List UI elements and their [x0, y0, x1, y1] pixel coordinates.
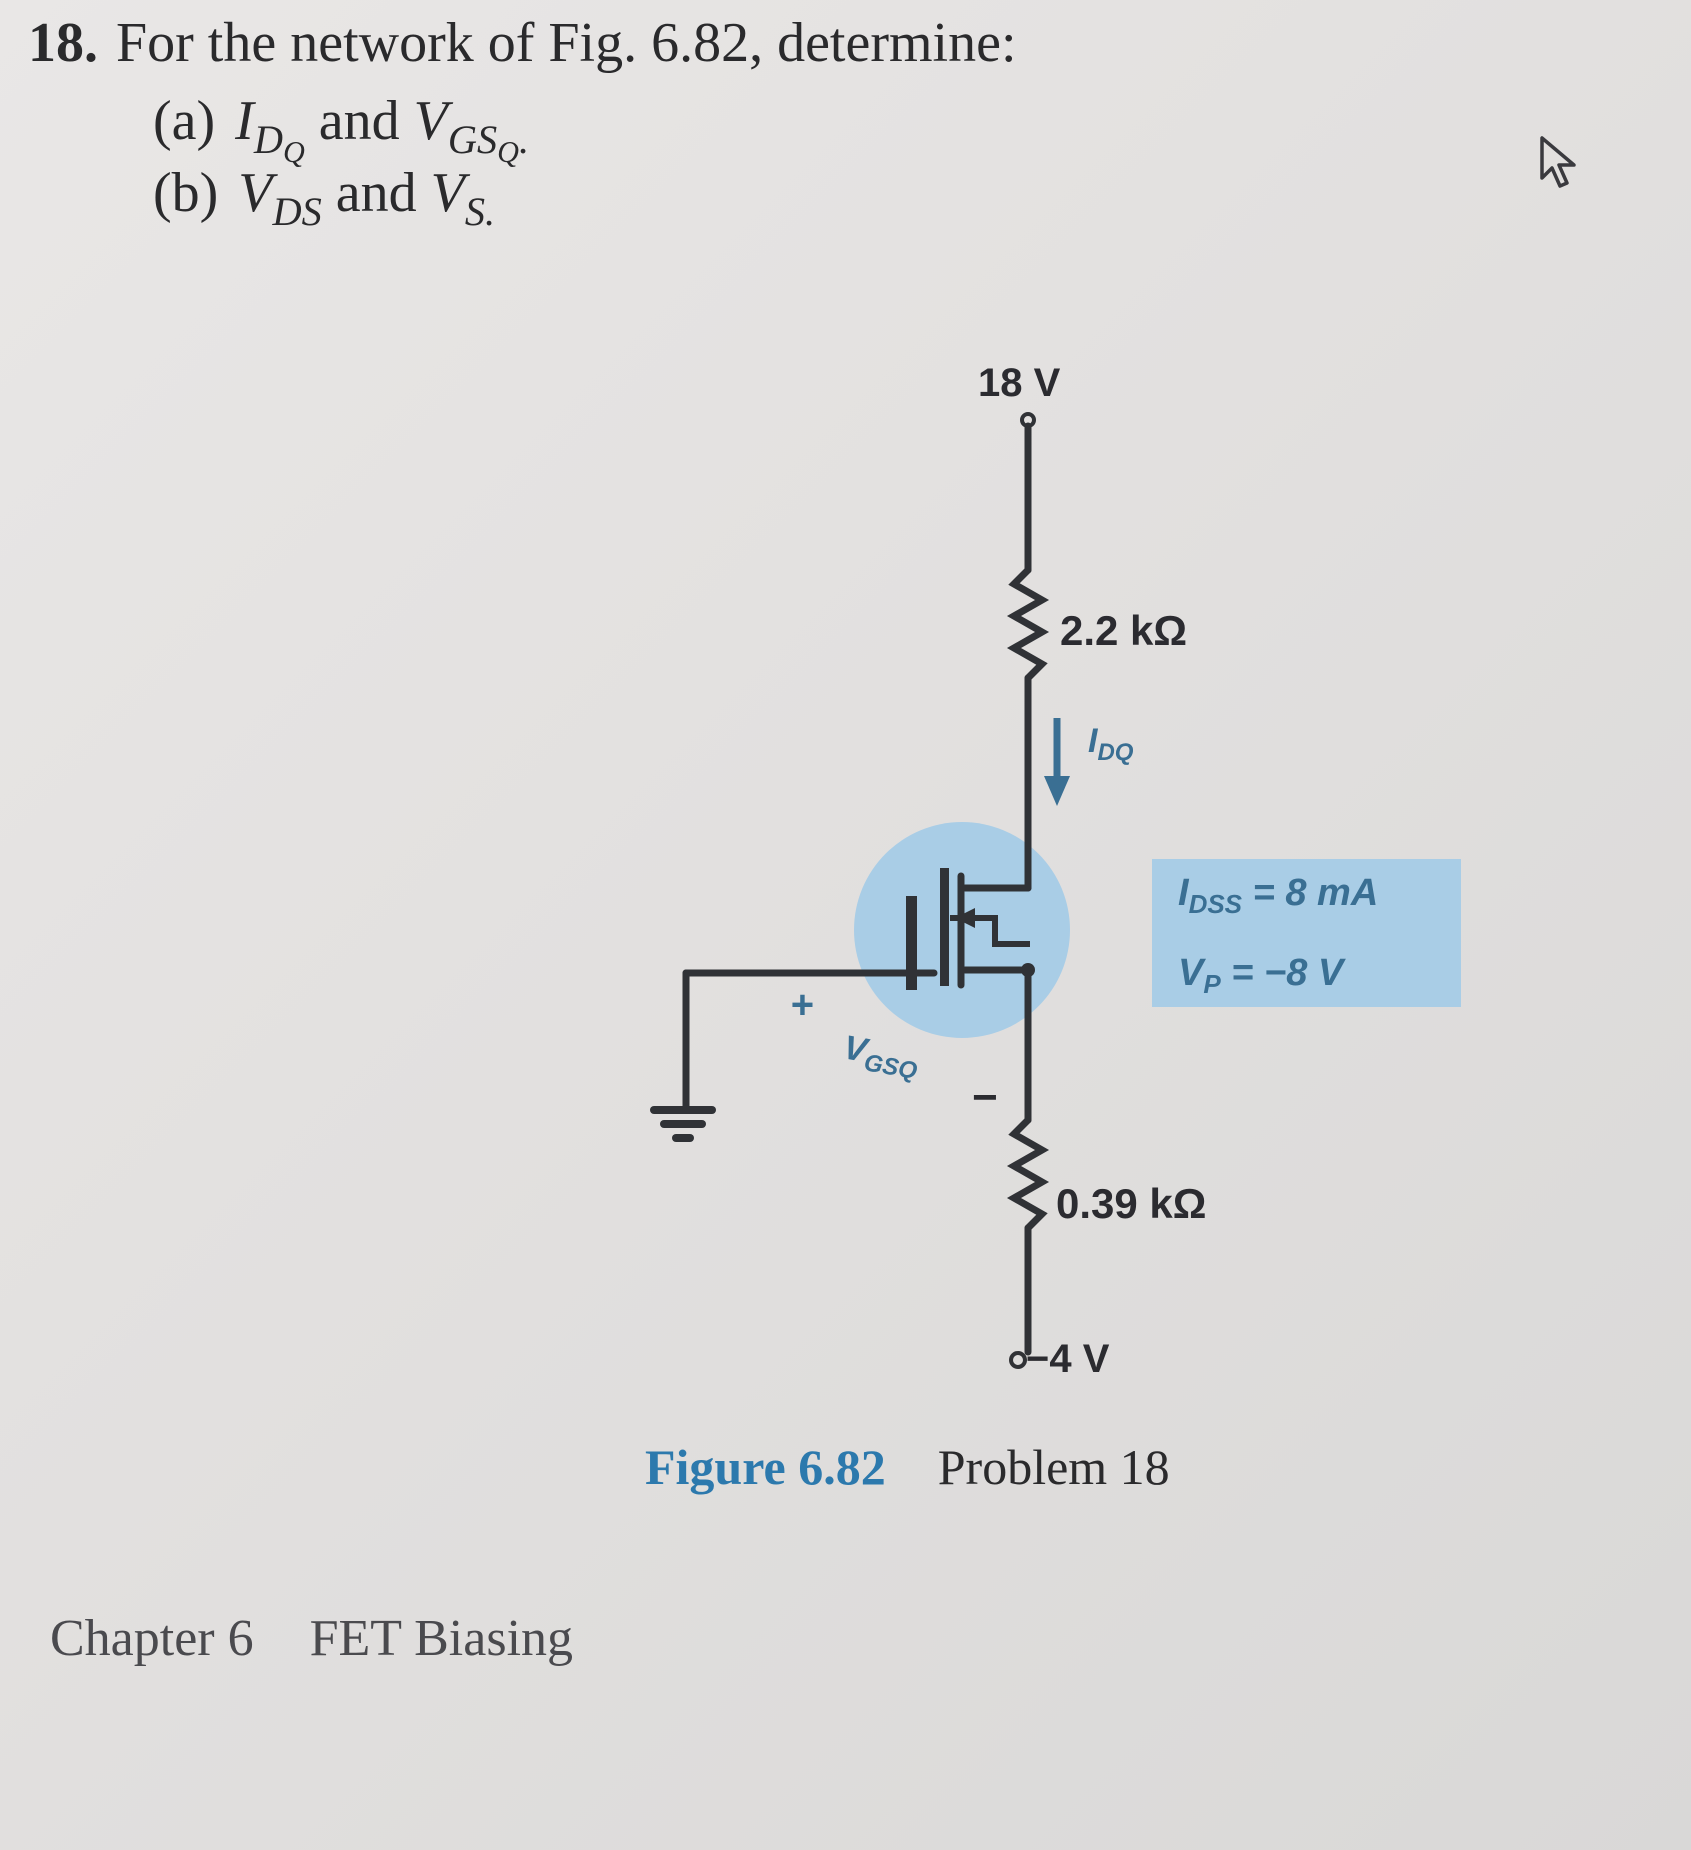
symbol-subscript: DQ — [253, 117, 305, 169]
plus-sign: + — [790, 983, 813, 1027]
figure-caption: Figure 6.82 Problem 18 — [645, 1432, 1170, 1502]
vp-symbol: V — [1178, 952, 1206, 994]
subsubscript-text: Q — [282, 135, 305, 170]
period: . — [518, 117, 530, 163]
conjunction: and — [304, 90, 414, 152]
vgs-subscript: GSQ — [862, 1049, 920, 1085]
problem-part-b: (b)VDS and VS. — [153, 158, 495, 247]
symbol: V — [413, 90, 448, 152]
arrow-down-icon — [1044, 718, 1070, 806]
problem-part-a: (a)IDQ and VGSQ. — [153, 86, 529, 187]
symbol-subscript: S. — [465, 189, 495, 234]
chapter-title: FET Biasing — [309, 1610, 574, 1667]
drain-current-label: IDQ — [1088, 722, 1134, 766]
problem-number: 18. — [28, 12, 98, 74]
vp-value: = −8 V — [1221, 952, 1346, 994]
conjunction: and — [321, 162, 431, 224]
symbol-subscript: DS — [272, 189, 322, 235]
symbol: V — [430, 162, 465, 224]
subsubscript-text: Q — [497, 135, 519, 170]
part-letter: (a) — [153, 90, 216, 152]
caption-text: Problem 18 — [937, 1439, 1170, 1495]
supply-top-label: 18 V — [978, 361, 1061, 405]
cursor-icon — [1540, 136, 1576, 188]
subscript-text: S — [464, 189, 486, 235]
resistor-icon — [1006, 566, 1050, 682]
drain-resistor-label: 2.2 kΩ — [1060, 607, 1187, 654]
id-symbol: I — [1088, 722, 1099, 760]
figure-number: Figure 6.82 — [645, 1439, 886, 1495]
vgs-label: VGSQ — [840, 1028, 923, 1085]
chapter-footer: Chapter 6 FET Biasing — [50, 1604, 573, 1674]
source-resistor-label: 0.39 kΩ — [1056, 1180, 1206, 1227]
vp-label: VP = −8 V — [1178, 952, 1346, 999]
symbol: V — [238, 162, 273, 224]
period: . — [485, 189, 496, 235]
symbol: I — [235, 90, 254, 152]
id-subscript: DQ — [1097, 739, 1133, 766]
idss-label: IDSS = 8 mA — [1178, 872, 1378, 919]
idss-symbol: I — [1178, 872, 1190, 914]
problem-prompt: For the network of Fig. 6.82, determine: — [116, 12, 1017, 74]
idss-value: = 8 mA — [1242, 872, 1378, 914]
minus-sign: − — [972, 1073, 998, 1122]
bottom-terminal — [1009, 1351, 1027, 1369]
parameter-box — [1152, 859, 1461, 1007]
subscript-text: GS — [447, 117, 498, 163]
part-letter: (b) — [153, 162, 219, 224]
circuit-wires — [682, 422, 1050, 1356]
idss-subscript: DSS — [1189, 889, 1243, 919]
supply-bottom-label: −4 V — [1026, 1337, 1110, 1381]
chapter-number: Chapter 6 — [50, 1610, 254, 1667]
subscript-text: D — [253, 117, 283, 163]
problem-title: 18. For the network of Fig. 6.82, determi… — [28, 8, 1017, 78]
vp-subscript: P — [1203, 969, 1221, 999]
symbol-subscript: GSQ. — [447, 117, 530, 169]
jfet-icon — [906, 868, 1035, 990]
ground-icon — [650, 1106, 716, 1142]
top-terminal — [1020, 412, 1036, 428]
